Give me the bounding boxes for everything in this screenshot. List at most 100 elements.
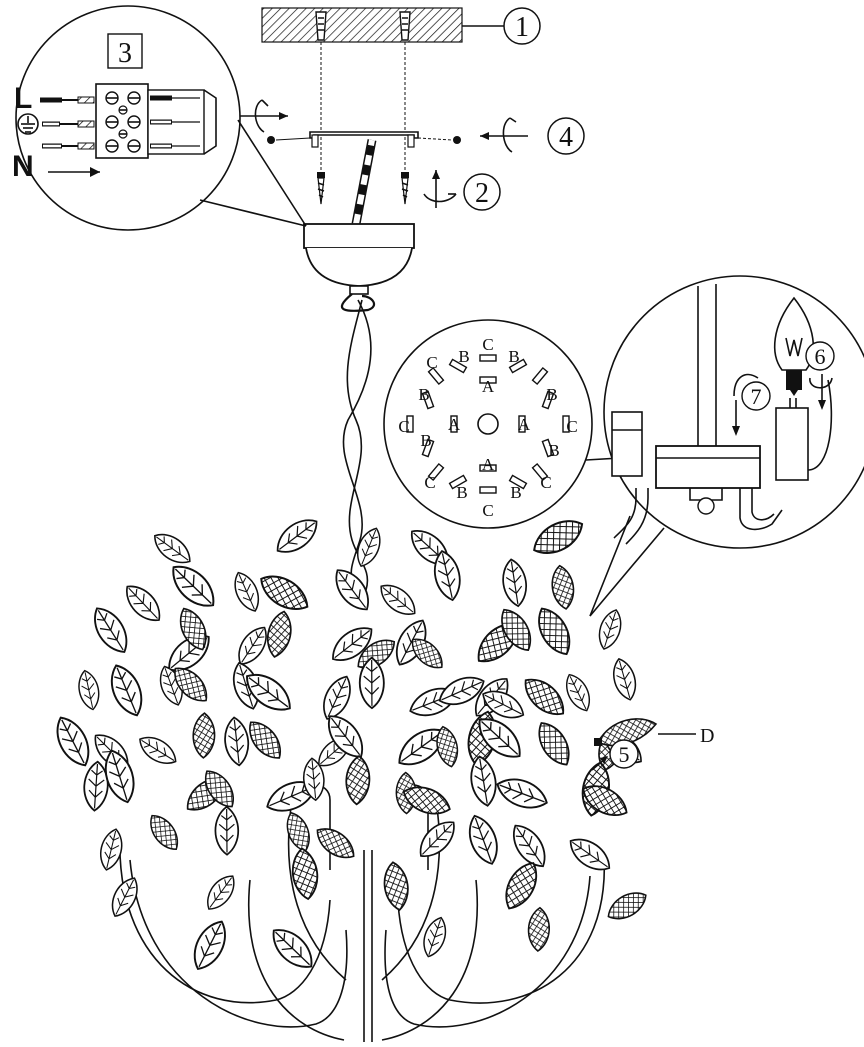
earth-ground-icon — [17, 113, 39, 135]
leaf-icon — [207, 875, 235, 910]
leaf-icon — [505, 862, 538, 910]
leaf-icon — [358, 656, 385, 710]
leaf-icon — [502, 558, 527, 608]
power-cable — [351, 139, 377, 225]
svg-text:2: 2 — [475, 178, 489, 209]
decorative-leaf-part: D 5 — [591, 718, 714, 771]
callout-5: 5 — [609, 739, 639, 769]
canopy — [303, 223, 415, 295]
plate-label: B — [546, 385, 557, 404]
leaf-icon — [533, 520, 584, 555]
leaf-icon — [224, 716, 249, 767]
leaf-icon — [419, 821, 455, 857]
screw-right — [401, 172, 409, 205]
plate-slot — [518, 415, 526, 433]
leaf-icon — [436, 725, 459, 768]
fixture-wires — [150, 95, 200, 149]
plate-label: B — [458, 347, 469, 366]
leaf-icon — [402, 786, 451, 815]
plate-slot — [479, 464, 497, 472]
leaf-icon — [260, 575, 309, 610]
rotate-arrow-4 — [480, 117, 528, 153]
rotate-arrow-left — [240, 99, 288, 133]
wall-anchor-left — [315, 11, 327, 41]
leaf-icon — [238, 626, 267, 665]
leaf-icon — [316, 828, 355, 859]
callout-3: 3 — [107, 33, 143, 69]
arm-plate-inset: C B B C B B C A A C B B C B B C A A C — [383, 319, 593, 529]
terminal-screws — [105, 91, 141, 153]
plate-label: C — [398, 417, 409, 436]
leaf-icon — [538, 607, 571, 656]
leaf-icon — [266, 610, 292, 658]
plate-label: C — [424, 473, 435, 492]
leaf-icon — [154, 533, 191, 564]
leaf-icon — [527, 906, 550, 952]
plate-slot — [531, 366, 549, 386]
plate-label: C — [566, 417, 577, 436]
wiring-inset: L N 3 — [12, 5, 307, 231]
leaf-icon — [551, 564, 575, 610]
candle-bulb-icon — [773, 296, 815, 396]
plate-slot — [541, 438, 555, 458]
plate-slot — [406, 415, 414, 433]
leaf-icon — [496, 778, 548, 809]
supply-wires — [40, 96, 95, 150]
socket-inset: 6 7 — [589, 275, 864, 617]
leaf-icon — [286, 811, 310, 852]
plate-label: B — [508, 347, 519, 366]
svg-text:5: 5 — [619, 742, 630, 767]
mounting-bracket — [267, 131, 461, 148]
leaf-icon — [78, 669, 100, 711]
leaf-icon — [323, 675, 351, 720]
callout-1: 1 — [503, 7, 541, 45]
leaf-icon — [380, 584, 416, 615]
plate-slot — [479, 354, 497, 362]
leaf-icon — [433, 550, 461, 602]
ceiling — [261, 7, 504, 43]
plate-label: A — [448, 415, 461, 434]
plate-slot — [479, 376, 497, 384]
wall-anchor-right — [399, 11, 411, 41]
leaf-icon — [249, 721, 282, 759]
leaf-icon — [111, 877, 138, 918]
leaf-icon — [395, 619, 427, 666]
leaf-icon — [598, 609, 622, 650]
plate-slot — [448, 474, 468, 490]
leaf-icon — [470, 755, 497, 807]
leaf-icon — [234, 571, 260, 612]
leaf-icon — [607, 892, 647, 920]
leaf-icon — [478, 718, 521, 758]
leaf-icon — [423, 916, 447, 958]
plate-slot — [531, 462, 549, 482]
leaf-icon — [303, 757, 325, 802]
leaf-icon — [99, 828, 123, 871]
plate-slot — [479, 486, 497, 494]
screw-left — [317, 172, 325, 205]
leaf-icon — [276, 519, 318, 553]
leaf-icon — [356, 527, 381, 568]
leaf-icon — [192, 712, 216, 759]
leaf-icon — [266, 781, 317, 812]
leaf-icon — [582, 785, 628, 817]
leaf-icon — [172, 565, 215, 607]
plate-label: B — [420, 431, 431, 450]
plate-label: B — [418, 385, 429, 404]
rotate-arrow-2 — [423, 170, 457, 208]
plate-slot — [541, 390, 555, 410]
leaf-icon — [56, 716, 90, 767]
plate-label: A — [482, 455, 495, 474]
plate-label: B — [510, 483, 521, 502]
leaf-icon — [501, 608, 532, 652]
leaf-icon — [613, 657, 637, 701]
leaf-icon — [411, 638, 443, 669]
plate-label-top-c: C — [482, 335, 493, 354]
leaf-icon — [383, 861, 409, 911]
leaf-icon — [214, 805, 240, 856]
leaf-icon — [332, 627, 373, 661]
leaf-icon — [524, 678, 565, 716]
wire-direction-arrow — [48, 167, 100, 177]
plate-slot — [508, 474, 528, 490]
